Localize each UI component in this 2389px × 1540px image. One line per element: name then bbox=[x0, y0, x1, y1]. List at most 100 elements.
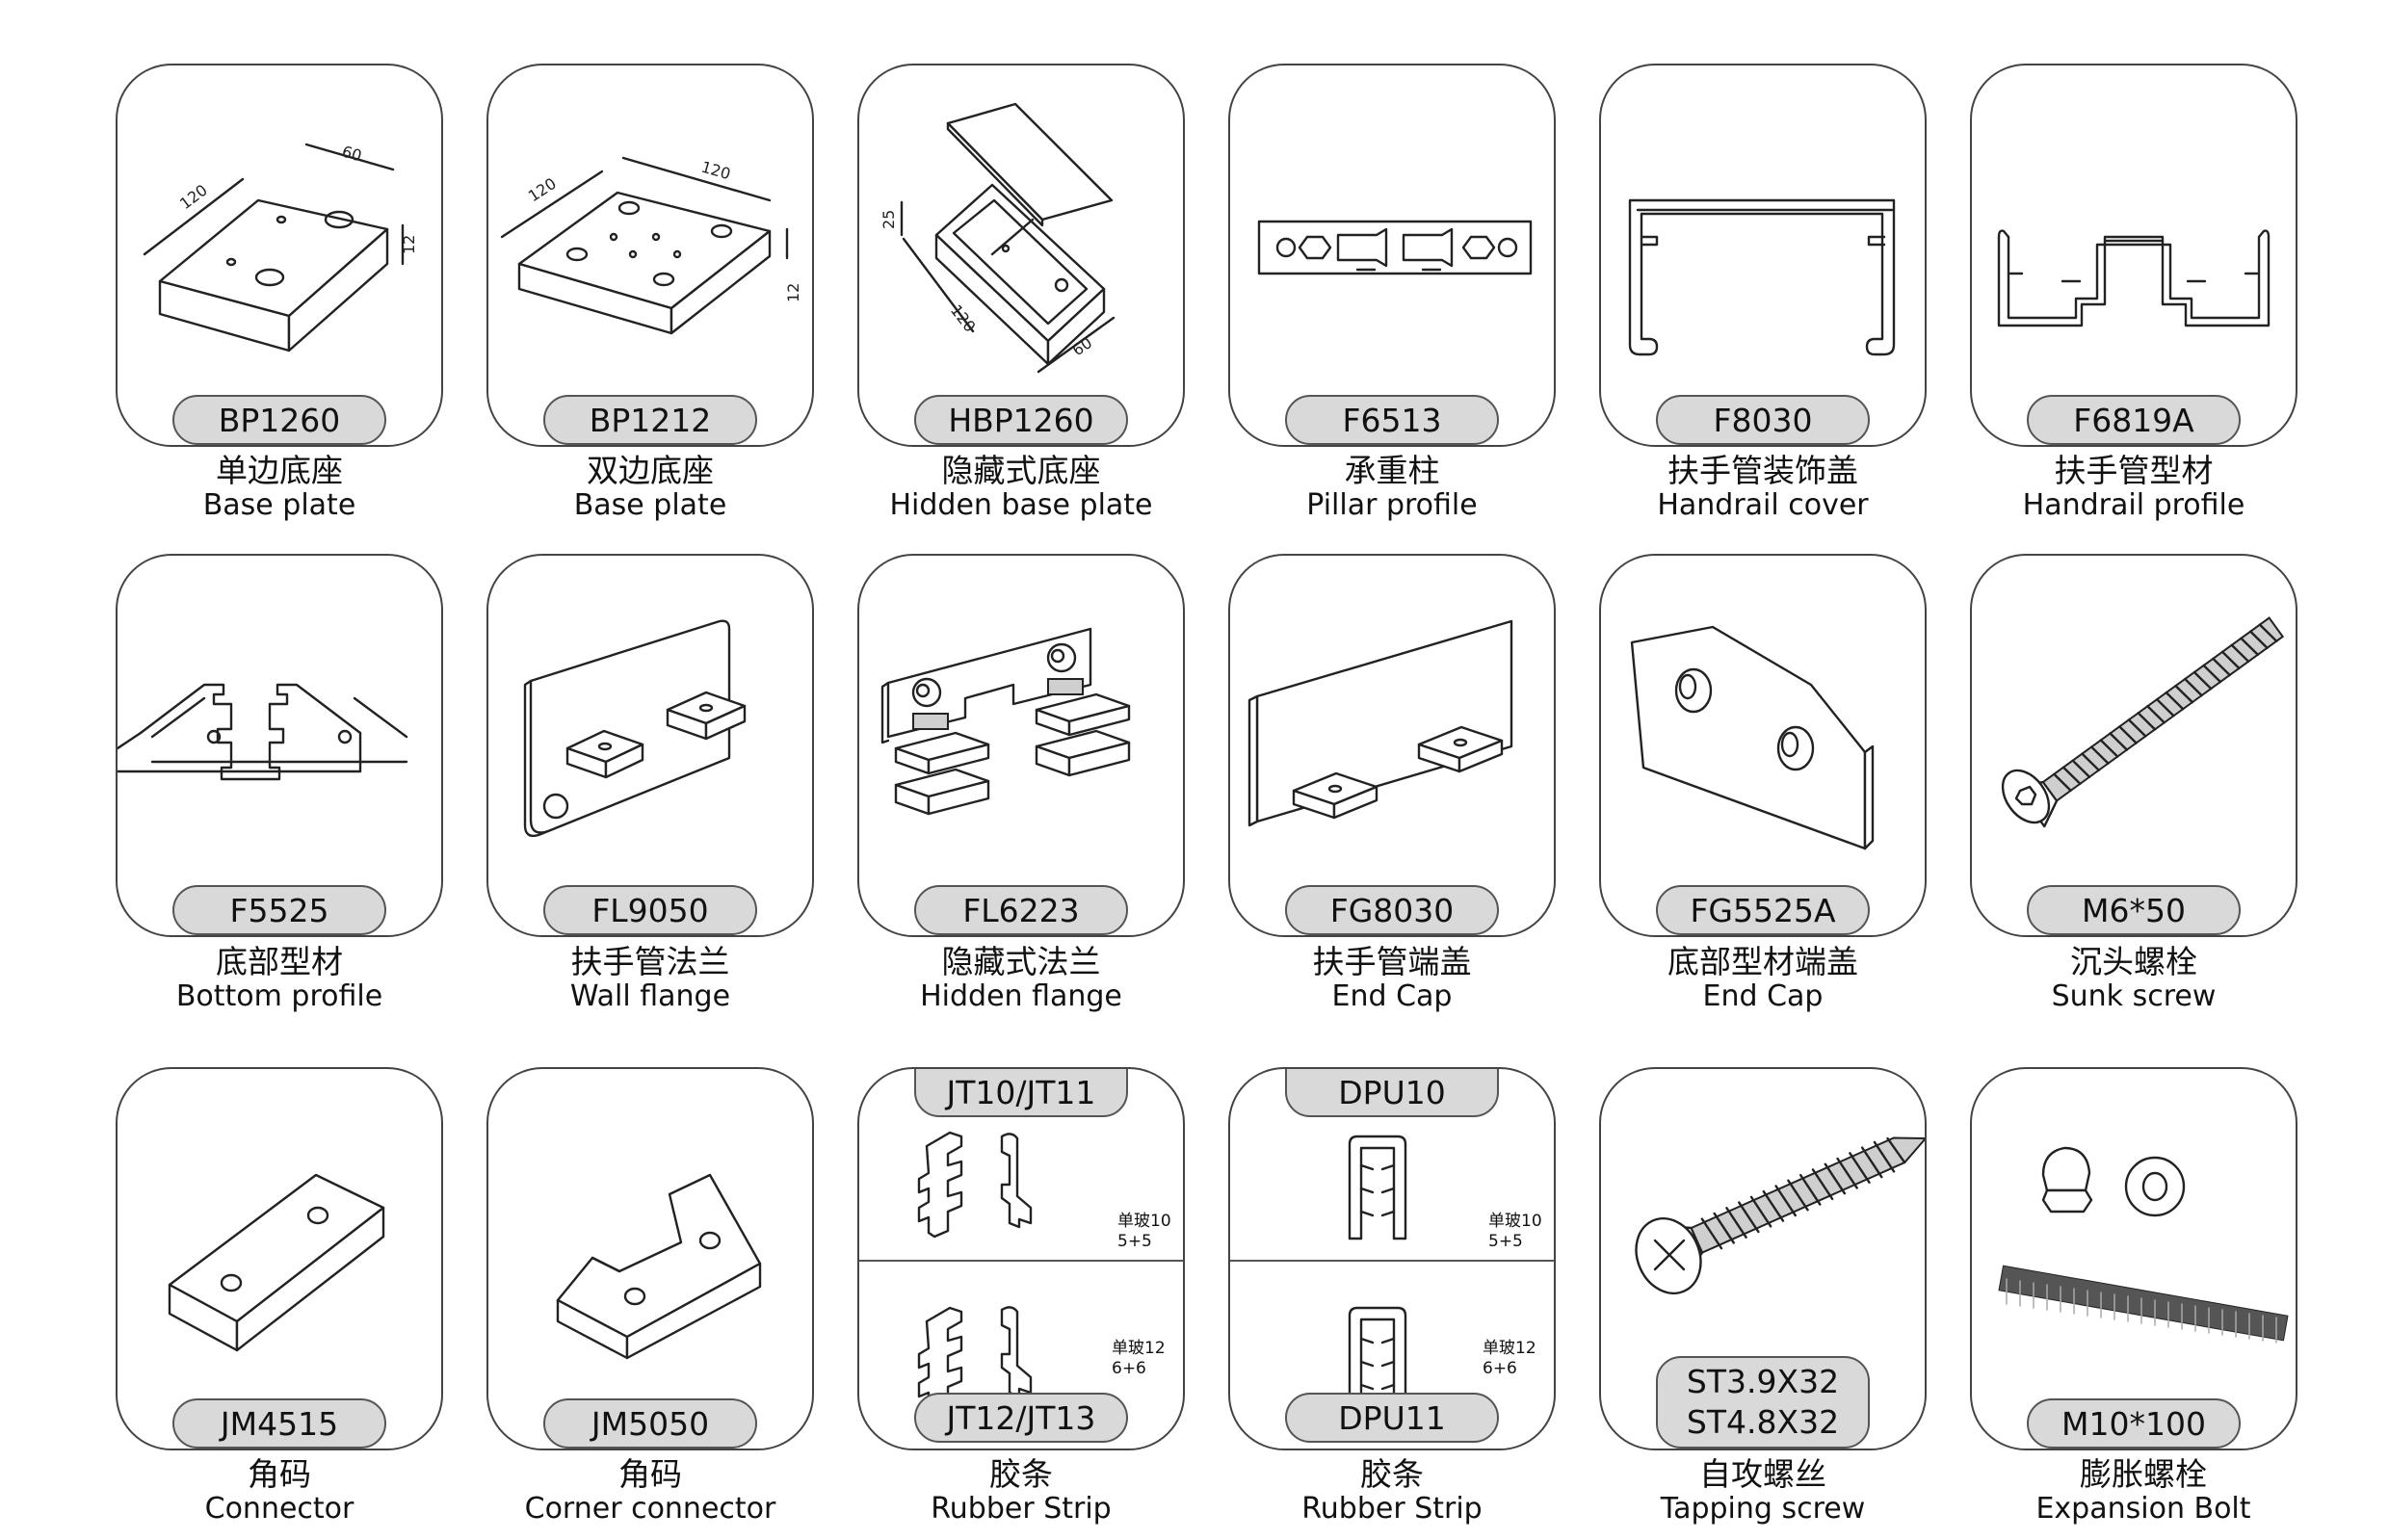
caption-en: Hidden flange bbox=[920, 979, 1122, 1013]
tapping-screw-drawing bbox=[1635, 1136, 1925, 1294]
product-code-top: JT10/JT11 bbox=[914, 1069, 1128, 1117]
product-caption: 隐藏式底座 Hidden base plate bbox=[828, 453, 1214, 522]
product-code: HBP1260 bbox=[914, 395, 1128, 445]
wall-flange-drawing bbox=[523, 619, 747, 838]
product-card-dpu-rubber-strip: DPU10 单玻10 5+5 单玻12 6+6 DPU11 bbox=[1228, 1067, 1556, 1450]
glass-spec-note-bottom: 单玻12 6+6 bbox=[1483, 1339, 1536, 1378]
divider bbox=[859, 1260, 1183, 1262]
caption-en: Expansion Bolt bbox=[2035, 1492, 2251, 1526]
caption-cn: 角码 bbox=[618, 1455, 682, 1493]
dim-label: 120 bbox=[699, 158, 733, 184]
sunk-screw-drawing bbox=[2001, 616, 2285, 828]
product-code: M10*100 bbox=[2027, 1398, 2241, 1449]
product-card-tapping-screw: ST3.9X32 ST4.8X32 bbox=[1599, 1067, 1927, 1450]
caption-cn: 隐藏式法兰 bbox=[941, 943, 1101, 980]
caption-cn: 自攻螺丝 bbox=[1699, 1455, 1826, 1493]
product-caption: 自攻螺丝 Tapping screw bbox=[1570, 1456, 1956, 1526]
caption-en: Pillar profile bbox=[1306, 488, 1478, 522]
caption-en: Base plate bbox=[202, 488, 356, 522]
caption-en: Bottom profile bbox=[175, 979, 383, 1013]
screw-threads bbox=[2053, 623, 2278, 793]
product-code: JM4515 bbox=[172, 1398, 386, 1449]
product-caption: 扶手管装饰盖 Handrail cover bbox=[1570, 453, 1956, 522]
product-caption: 底部型材端盖 End Cap bbox=[1570, 944, 1956, 1013]
caption-cn: 扶手管装饰盖 bbox=[1667, 452, 1858, 489]
caption-cn: 双边底座 bbox=[587, 452, 714, 489]
product-card-expansion-bolt: M10*100 bbox=[1970, 1067, 2297, 1450]
caption-en: Handrail cover bbox=[1657, 488, 1869, 522]
product-card-m6-50: M6*50 bbox=[1970, 554, 2297, 937]
caption-en: Rubber Strip bbox=[1301, 1492, 1483, 1526]
caption-cn: 底部型材 bbox=[216, 943, 343, 980]
dim-label: 60 bbox=[340, 143, 364, 166]
product-caption: 角码 Connector bbox=[87, 1456, 472, 1526]
product-card-fl6223: FL6223 bbox=[857, 554, 1185, 937]
product-card-f6513: F6513 bbox=[1228, 64, 1556, 447]
rubber-strip-dpu-drawing bbox=[1348, 1135, 1407, 1418]
product-card-jm5050: JM5050 bbox=[486, 1067, 814, 1450]
base-plate-single-drawing: 120 60 12 bbox=[143, 143, 418, 352]
product-caption: 承重柱 Pillar profile bbox=[1199, 453, 1585, 522]
product-card-fg8030: FG8030 bbox=[1228, 554, 1556, 937]
caption-en: End Cap bbox=[1331, 979, 1453, 1013]
dim-label: 120 bbox=[525, 174, 560, 206]
product-caption: 胶条 Rubber Strip bbox=[828, 1456, 1214, 1526]
caption-en: Hidden base plate bbox=[889, 488, 1153, 522]
product-caption: 扶手管型材 Handrail profile bbox=[1941, 453, 2326, 522]
glass-spec-note-bottom: 单玻12 6+6 bbox=[1112, 1339, 1166, 1378]
glass-spec-note-top: 单玻10 5+5 bbox=[1488, 1212, 1542, 1251]
product-card-f6819a: F6819A bbox=[1970, 64, 2297, 447]
caption-en: End Cap bbox=[1702, 979, 1824, 1013]
caption-cn: 承重柱 bbox=[1344, 452, 1440, 489]
product-caption: 沉头螺栓 Sunk screw bbox=[1941, 944, 2326, 1013]
dim-label: 12 bbox=[784, 283, 802, 302]
product-card-bp1260: 120 60 12 BP1260 bbox=[116, 64, 443, 447]
product-code: JM5050 bbox=[543, 1398, 757, 1449]
product-code-top: DPU10 bbox=[1285, 1069, 1499, 1117]
dim-label: 120 bbox=[947, 301, 980, 336]
caption-en: Sunk screw bbox=[2051, 979, 2217, 1013]
caption-en: Rubber Strip bbox=[931, 1492, 1112, 1526]
product-code: F8030 bbox=[1656, 395, 1870, 445]
caption-cn: 扶手管法兰 bbox=[570, 943, 730, 980]
handrail-profile-drawing bbox=[1997, 229, 2271, 327]
handrail-cover-drawing bbox=[1628, 198, 1896, 356]
caption-cn: 单边底座 bbox=[216, 452, 343, 489]
bottom-profile-drawing bbox=[118, 683, 408, 781]
corner-connector-drawing bbox=[556, 1173, 762, 1360]
caption-cn: 胶条 bbox=[989, 1455, 1053, 1493]
product-code: F6819A bbox=[2027, 395, 2241, 445]
product-code: FG5525A bbox=[1656, 885, 1870, 935]
product-code-bottom: DPU11 bbox=[1285, 1393, 1499, 1443]
base-plate-double-drawing: 120 120 12 bbox=[500, 156, 802, 335]
product-code-bottom: JT12/JT13 bbox=[914, 1393, 1128, 1443]
caption-cn: 扶手管型材 bbox=[2054, 452, 2214, 489]
caption-cn: 沉头螺栓 bbox=[2070, 943, 2197, 980]
hidden-base-plate-drawing: 25 120 60 bbox=[879, 102, 1116, 374]
caption-cn: 扶手管端盖 bbox=[1312, 943, 1472, 980]
product-caption: 底部型材 Bottom profile bbox=[87, 944, 472, 1013]
rubber-strip-jt-drawing bbox=[917, 1131, 1033, 1414]
product-card-bp1212: 120 120 12 BP1212 bbox=[486, 64, 814, 447]
product-code: ST3.9X32 ST4.8X32 bbox=[1656, 1356, 1870, 1449]
caption-cn: 胶条 bbox=[1360, 1455, 1424, 1493]
product-code: F5525 bbox=[172, 885, 386, 935]
caption-cn: 隐藏式底座 bbox=[941, 452, 1101, 489]
hidden-flange-drawing bbox=[880, 627, 1131, 816]
product-caption: 扶手管端盖 End Cap bbox=[1199, 944, 1585, 1013]
product-caption: 双边底座 Base plate bbox=[458, 453, 843, 522]
caption-cn: 底部型材端盖 bbox=[1667, 943, 1858, 980]
product-card-hbp1260: 25 120 60 HBP1260 bbox=[857, 64, 1185, 447]
product-code: M6*50 bbox=[2027, 885, 2241, 935]
product-card-f8030: F8030 bbox=[1599, 64, 1927, 447]
product-caption: 角码 Corner connector bbox=[458, 1456, 843, 1526]
product-caption: 胶条 Rubber Strip bbox=[1199, 1456, 1585, 1526]
pillar-profile-drawing bbox=[1257, 220, 1533, 275]
product-code: FG8030 bbox=[1285, 885, 1499, 935]
caption-en: Tapping screw bbox=[1660, 1492, 1866, 1526]
product-code: BP1212 bbox=[543, 395, 757, 445]
product-card-jm4515: JM4515 bbox=[116, 1067, 443, 1450]
expansion-bolt-drawing bbox=[1998, 1146, 2289, 1344]
divider bbox=[1230, 1260, 1554, 1262]
product-code: FL6223 bbox=[914, 885, 1128, 935]
